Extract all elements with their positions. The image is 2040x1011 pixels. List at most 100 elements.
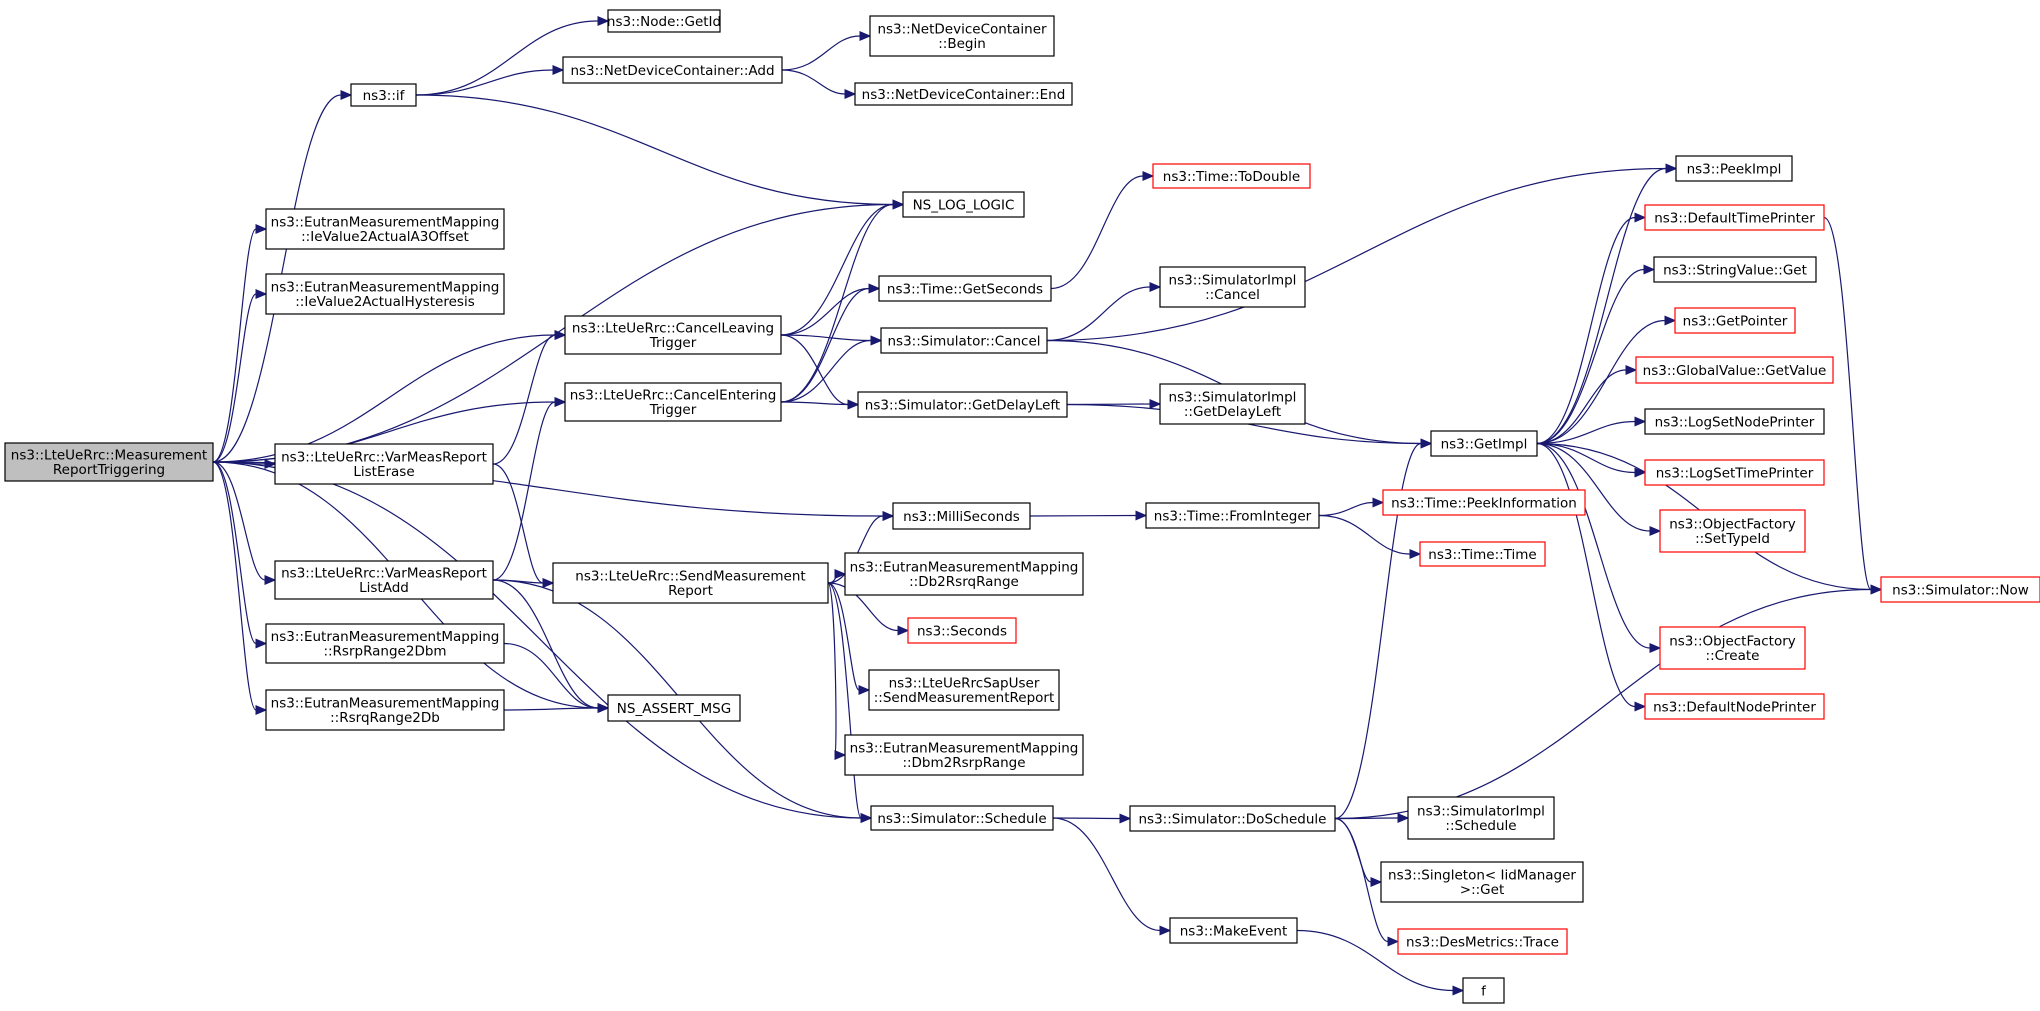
node-make-event[interactable]: ns3::MakeEvent [1169, 917, 1298, 944]
node-box [265, 623, 505, 664]
node-label-line: ns3::DesMetrics::Trace [1406, 934, 1559, 950]
node-ndc-add[interactable]: ns3::NetDeviceContainer::Add [562, 56, 783, 84]
node-singleton-get[interactable]: ns3::Singleton< IidManager>::Get [1380, 861, 1584, 903]
node-label-line: ::Dbm2RsrpRange [902, 755, 1025, 771]
node-time-time[interactable]: ns3::Time::Time [1419, 541, 1546, 567]
node-sim-get-delay-left[interactable]: ns3::Simulator::GetDelayLeft [857, 391, 1068, 418]
node-get-impl[interactable]: ns3::GetImpl [1430, 430, 1538, 457]
node-box [907, 617, 1017, 644]
node-peek-information[interactable]: ns3::Time::PeekInformation [1382, 489, 1586, 516]
function-nodes: ns3::LteUeRrc::MeasurementReportTriggeri… [4, 9, 2040, 1004]
node-impl-get-delay-left[interactable]: ns3::SimulatorImpl::GetDelayLeft [1159, 383, 1306, 425]
node-box [1380, 861, 1584, 903]
node-send-meas-report[interactable]: ns3::LteUeRrc::SendMeasurementReport [552, 562, 829, 604]
node-hysteresis[interactable]: ns3::EutranMeasurementMapping::IeValue2A… [265, 273, 505, 315]
call-edge-from-integer-to-time-time [1318, 514, 1422, 559]
node-box [564, 315, 782, 355]
node-box [880, 327, 1048, 354]
node-a3-offset[interactable]: ns3::EutranMeasurementMapping::IeValue2A… [265, 208, 505, 250]
node-if[interactable]: ns3::if [350, 83, 417, 107]
call-edge-cancel-entering-to-time-get-seconds [780, 283, 881, 403]
node-box [564, 382, 782, 422]
node-label-line: ListErase [353, 464, 414, 480]
node-ns-assert-msg[interactable]: NS_ASSERT_MSG [607, 694, 741, 722]
node-string-value-get[interactable]: ns3::StringValue::Get [1653, 256, 1817, 283]
node-ndc-end[interactable]: ns3::NetDeviceContainer::End [854, 82, 1073, 106]
node-label-line: ns3::ObjectFactory [1669, 517, 1796, 533]
node-get-pointer[interactable]: ns3::GetPointer [1674, 307, 1796, 334]
node-time-get-seconds[interactable]: ns3::Time::GetSeconds [878, 275, 1052, 302]
node-label-line: f [1481, 983, 1487, 999]
call-edge-sim-schedule-to-do-schedule [1052, 813, 1132, 824]
node-box [607, 694, 741, 722]
node-label-line: ns3::EutranMeasurementMapping [271, 280, 500, 296]
call-edge-send-meas-report-to-sim-schedule [827, 582, 873, 823]
node-label-line: ns3::ObjectFactory [1669, 634, 1796, 650]
node-from-integer[interactable]: ns3::Time::FromInteger [1145, 502, 1320, 529]
call-edge-do-schedule-to-get-impl [1334, 438, 1433, 820]
node-impl-schedule[interactable]: ns3::SimulatorImpl::Schedule [1407, 796, 1555, 840]
node-label-line: ListAdd [359, 580, 409, 596]
node-of-set-type-id[interactable]: ns3::ObjectFactory::SetTypeId [1659, 509, 1806, 553]
node-label-line: ns3::if [363, 88, 406, 104]
node-ns-log-logic[interactable]: NS_LOG_LOGIC [902, 191, 1025, 218]
node-box [902, 191, 1025, 218]
node-peek-impl[interactable]: ns3::PeekImpl [1675, 155, 1793, 182]
node-box [1159, 266, 1306, 308]
node-db2rsrq[interactable]: ns3::EutranMeasurementMapping::Db2RsrqRa… [844, 552, 1084, 596]
node-label-line: ns3::SimulatorImpl [1169, 390, 1297, 406]
node-label-line: ::GetDelayLeft [1184, 404, 1281, 420]
call-edge-ndc-add-to-ndc-end [781, 69, 857, 99]
call-edge-sim-cancel-to-impl-cancel [1046, 282, 1162, 342]
node-log-set-node-printer[interactable]: ns3::LogSetNodePrinter [1644, 408, 1825, 435]
node-default-node-printer[interactable]: ns3::DefaultNodePrinter [1644, 693, 1825, 720]
node-f[interactable]: f [1462, 977, 1505, 1004]
call-edge-root-to-hysteresis [212, 289, 268, 463]
node-default-time-printer[interactable]: ns3::DefaultTimePrinter [1644, 204, 1825, 231]
node-label-line: ns3::StringValue::Get [1663, 262, 1807, 278]
call-edge-sim-get-delay-left-to-impl-get-delay-left [1066, 399, 1162, 409]
node-label-line: ns3::LogSetNodePrinter [1655, 414, 1815, 430]
node-time-to-double[interactable]: ns3::Time::ToDouble [1152, 163, 1311, 189]
node-seconds[interactable]: ns3::Seconds [907, 617, 1017, 644]
node-label-line: ns3::LteUeRrc::VarMeasReport [281, 450, 487, 466]
call-edge-cancel-entering-to-ns-log-logic [780, 199, 905, 403]
call-edges [212, 16, 1883, 996]
node-label-line: ns3::Simulator::Cancel [887, 333, 1040, 349]
node-sim-cancel[interactable]: ns3::Simulator::Cancel [880, 327, 1048, 354]
node-label-line: ::RsrpRange2Dbm [323, 644, 446, 660]
node-impl-cancel[interactable]: ns3::SimulatorImpl::Cancel [1159, 266, 1306, 308]
node-milli-seconds[interactable]: ns3::MilliSeconds [892, 502, 1031, 530]
node-do-schedule[interactable]: ns3::Simulator::DoSchedule [1129, 805, 1336, 832]
node-sim-now[interactable]: ns3::Simulator::Now [1880, 576, 2040, 603]
node-label-line: ReportTriggering [53, 462, 165, 478]
node-rsrq2db[interactable]: ns3::EutranMeasurementMapping::RsrqRange… [265, 689, 505, 731]
node-ndc-begin[interactable]: ns3::NetDeviceContainer::Begin [869, 15, 1055, 57]
node-label-line: ns3::SimulatorImpl [1417, 804, 1545, 820]
node-of-create[interactable]: ns3::ObjectFactory::Create [1659, 626, 1806, 670]
node-box [1129, 805, 1336, 832]
node-global-value-get[interactable]: ns3::GlobalValue::GetValue [1635, 356, 1834, 384]
node-rsrp2dbm[interactable]: ns3::EutranMeasurementMapping::RsrpRange… [265, 623, 505, 664]
node-box [1462, 977, 1505, 1004]
node-label-line: ns3::LteUeRrc::VarMeasReport [281, 566, 487, 582]
node-box [857, 391, 1068, 418]
node-label-line: ns3::GetImpl [1441, 436, 1528, 452]
node-log-set-time-printer[interactable]: ns3::LogSetTimePrinter [1644, 459, 1825, 486]
node-node-get-id[interactable]: ns3::Node::GetId [607, 9, 721, 33]
node-box [1635, 356, 1834, 384]
node-des-metrics-trace[interactable]: ns3::DesMetrics::Trace [1397, 928, 1568, 955]
node-label-line: ns3::EutranMeasurementMapping [850, 560, 1079, 576]
node-sim-schedule[interactable]: ns3::Simulator::Schedule [870, 805, 1054, 831]
node-dbm2rsrp[interactable]: ns3::EutranMeasurementMapping::Dbm2RsrpR… [844, 734, 1084, 776]
node-sap-user-send[interactable]: ns3::LteUeRrcSapUser::SendMeasurementRep… [868, 669, 1060, 711]
node-box [1159, 383, 1306, 425]
node-box [1145, 502, 1320, 529]
node-label-line: ns3::DefaultNodePrinter [1653, 699, 1816, 715]
node-label-line: ns3::EutranMeasurementMapping [271, 629, 500, 645]
node-box [274, 443, 494, 485]
